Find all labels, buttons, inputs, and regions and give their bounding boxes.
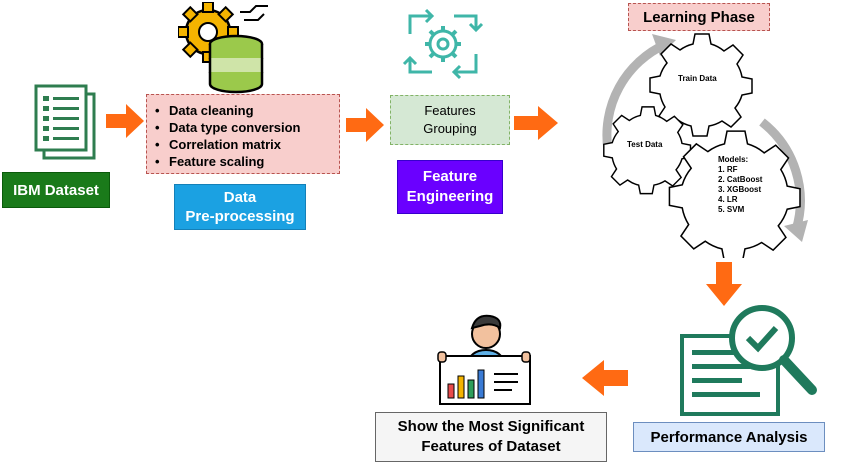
model-item: 2. CatBoost (718, 175, 763, 184)
flow-arrow-left (582, 360, 628, 396)
models-gear (668, 130, 801, 258)
document-magnifier-icon (680, 305, 817, 416)
test-data-label: Test Data (627, 140, 663, 149)
document-stack-icon (34, 84, 96, 160)
box-line: Features (424, 103, 476, 118)
label-line: Features of Dataset (421, 438, 561, 455)
preprocessing-steps-box: Data cleaning Data type conversion Corre… (146, 94, 340, 174)
flow-arrow-down (706, 262, 742, 306)
features-grouping-box: Features Grouping (390, 95, 510, 145)
box-line: Grouping (423, 121, 477, 136)
models-title: Models: (718, 155, 749, 164)
flow-arrow (514, 106, 558, 140)
train-data-label: Train Data (678, 74, 717, 83)
learning-gears-diagram (602, 33, 808, 258)
title-line: Pre-processing (185, 208, 295, 225)
database-gear-icon (178, 2, 268, 94)
models-list: Models: 1. RF 2. CatBoost 3. XGBoost 4. … (718, 155, 762, 215)
model-item: 4. LR (718, 195, 738, 204)
step-item: Data type conversion (155, 119, 339, 136)
label-line: Show the Most Significant (397, 418, 585, 435)
model-item: 5. SVM (718, 205, 745, 214)
preprocessing-title: Data Pre-processing (174, 184, 306, 230)
feature-engineering-title: Feature Engineering (397, 160, 503, 214)
title-line: Data (223, 189, 257, 206)
test-gear (603, 106, 692, 195)
step-item: Correlation matrix (155, 136, 339, 153)
ibm-dataset-label: IBM Dataset (2, 172, 110, 208)
significant-features-label: Show the Most Significant Features of Da… (375, 412, 607, 462)
gear-refresh-icon (402, 8, 484, 80)
flow-arrow (106, 104, 144, 138)
learning-phase-title: Learning Phase (628, 3, 770, 31)
model-item: 1. RF (718, 165, 738, 174)
performance-analysis-label: Performance Analysis (633, 422, 825, 452)
person-presenting-chart-icon (437, 314, 531, 405)
flow-arrow (346, 108, 384, 142)
model-item: 3. XGBoost (718, 185, 762, 194)
title-line: Engineering (406, 188, 494, 205)
train-gear (649, 33, 753, 137)
step-item: Data cleaning (155, 102, 339, 119)
step-item: Feature scaling (155, 153, 339, 170)
title-line: Feature (422, 168, 478, 185)
